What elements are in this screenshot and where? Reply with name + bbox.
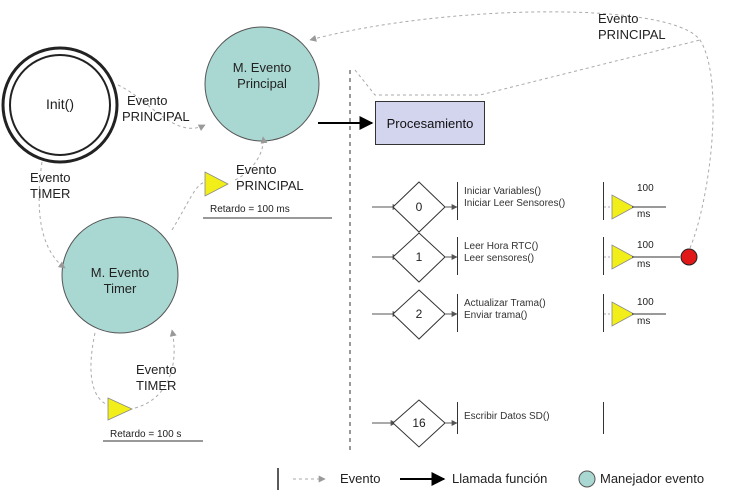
state-delay-value-1: 100 bbox=[637, 240, 654, 251]
state-actions-2: Actualizar Trama() Enviar trama() bbox=[457, 294, 604, 332]
main-delay-label: Retardo = 100 ms bbox=[210, 204, 290, 215]
edge-label-init-main-1: Evento bbox=[127, 93, 168, 108]
state-actions-1: Leer Hora RTC() Leer sensores() bbox=[457, 237, 604, 275]
edge-label-timer-self-1: Evento bbox=[136, 362, 177, 377]
state-delay-unit-1: ms bbox=[637, 259, 651, 270]
legend-function-call-label: Llamada función bbox=[452, 471, 548, 486]
state-row-16 bbox=[372, 399, 458, 448]
state-delay-value-2: 100 bbox=[637, 297, 654, 308]
edge-label-timer-main-2: PRINCIPAL bbox=[236, 178, 304, 193]
timer-delay-label: Retardo = 100 s bbox=[110, 429, 182, 440]
state-row-0 bbox=[372, 181, 666, 233]
edge-label-timer-main-1: Evento bbox=[236, 162, 277, 177]
edge-timer-main bbox=[171, 181, 206, 231]
timer-handler-label-1: M. Evento bbox=[90, 265, 150, 280]
state-diamond-2 bbox=[392, 289, 446, 340]
state-action-0-1: Iniciar Variables() bbox=[464, 186, 542, 197]
edge-label-top-1: Evento bbox=[598, 11, 639, 26]
edge-main-delay bbox=[234, 136, 268, 181]
state-id-16: 16 bbox=[412, 416, 426, 430]
init-node-inner bbox=[9, 54, 111, 156]
state-action-0-2: Iniciar Leer Sensores() bbox=[464, 198, 566, 209]
state-row-1 bbox=[372, 232, 698, 283]
timer-delay-triangle bbox=[107, 397, 133, 421]
edge-label-init-timer-2: TIMER bbox=[30, 186, 71, 201]
processing-node: Procesamiento bbox=[375, 101, 485, 145]
state-delay-2 bbox=[611, 301, 635, 327]
legend-handler-icon bbox=[578, 470, 596, 488]
state-diamond-16 bbox=[392, 399, 446, 448]
legend-handler-label: Manejador evento bbox=[600, 471, 705, 486]
edge-label-timer-self-2: TIMER bbox=[136, 378, 177, 393]
edge-timer-loop-up bbox=[134, 329, 177, 409]
state-action-16-1: Escribir Datos SD() bbox=[464, 411, 550, 422]
state-id-1: 1 bbox=[415, 250, 423, 264]
main-handler-label-1: M. Evento bbox=[232, 60, 292, 75]
main-handler-label-2: Principal bbox=[237, 76, 287, 91]
state-delay-unit-0: ms bbox=[637, 209, 651, 220]
main-delay-triangle bbox=[204, 171, 229, 197]
state-action-2-2: Enviar trama() bbox=[464, 310, 528, 321]
legend-event-label: Evento bbox=[340, 471, 381, 486]
init-label: Init() bbox=[46, 96, 74, 112]
state-actions-16: Escribir Datos SD() bbox=[457, 402, 604, 434]
edge-label-init-timer-1: Evento bbox=[30, 170, 71, 185]
state-delay-unit-2: ms bbox=[637, 316, 651, 327]
state-diamond-0 bbox=[392, 181, 446, 233]
state-action-2-1: Actualizar Trama() bbox=[464, 298, 546, 309]
edge-top-principal bbox=[309, 11, 714, 249]
state-id-0: 0 bbox=[415, 200, 423, 214]
timer-handler-label-2: Timer bbox=[103, 281, 137, 296]
state-diamond-1 bbox=[392, 232, 446, 283]
edge-init-timer bbox=[38, 161, 66, 269]
edge-init-main bbox=[117, 84, 206, 131]
stop-dot bbox=[680, 248, 698, 266]
state-id-2: 2 bbox=[415, 307, 423, 321]
separator-diagonal bbox=[354, 39, 701, 96]
timer-handler-node bbox=[61, 216, 179, 334]
state-delay-1 bbox=[611, 244, 635, 270]
edge-label-top-2: PRINCIPAL bbox=[598, 27, 666, 42]
state-action-1-2: Leer sensores() bbox=[464, 253, 535, 264]
state-row-2 bbox=[372, 289, 666, 340]
state-delay-0 bbox=[611, 194, 635, 220]
state-actions-0: Iniciar Variables() Iniciar Leer Sensore… bbox=[457, 182, 604, 220]
state-action-1-1: Leer Hora RTC() bbox=[464, 241, 539, 252]
state-delay-value-0: 100 bbox=[637, 183, 654, 194]
edge-label-init-main-2: PRINCIPAL bbox=[122, 109, 190, 124]
edge-timer-loop-down bbox=[90, 332, 109, 406]
